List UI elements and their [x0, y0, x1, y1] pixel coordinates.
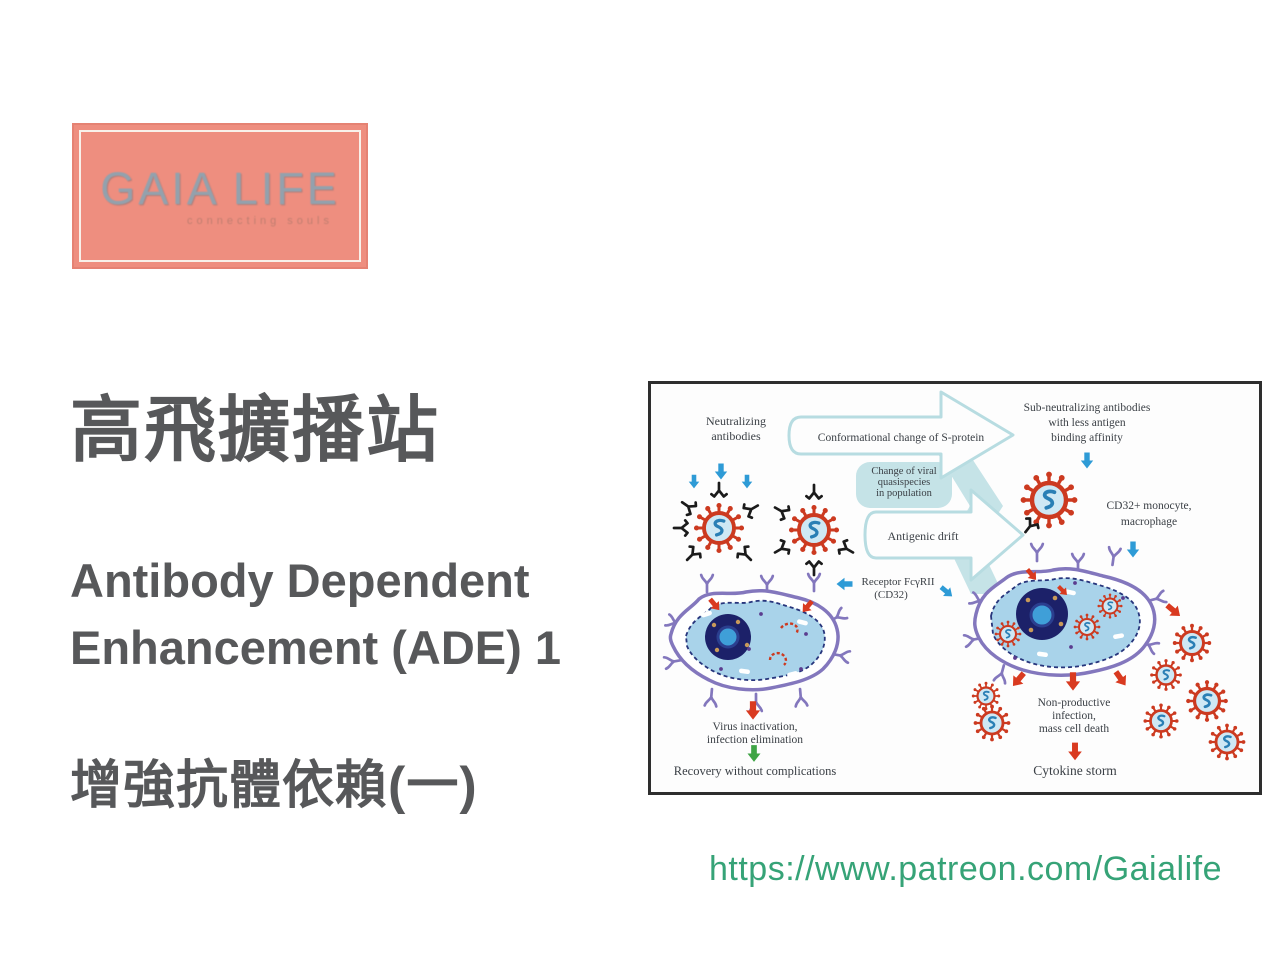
flow-shapes — [787, 390, 1025, 594]
label-subneutralizing-1: Sub-neutralizing antibodies — [1024, 402, 1151, 414]
nucleus-granules — [711, 619, 750, 653]
label-inactivation-2: infection elimination — [707, 734, 803, 746]
logo-title: GAIA LIFE — [100, 162, 340, 214]
label-cytokine-storm: Cytokine storm — [1033, 763, 1117, 778]
label-receptor-2: (CD32) — [874, 589, 908, 601]
label-conformational: Conformational change of S-protein — [818, 432, 985, 444]
nucleus-granules — [1025, 595, 1064, 633]
label-subneutralizing-3: binding affinity — [1051, 432, 1123, 444]
cell-nucleolus — [716, 625, 740, 649]
blue-arrow-icon — [836, 577, 853, 591]
ade-diagram-svg: Neutralizing antibodies Conformational c… — [662, 390, 1246, 778]
page-title-english-line1: Antibody Dependent — [70, 554, 530, 607]
cytoplasm-vesicles — [701, 610, 808, 678]
green-arrow-icon — [747, 745, 761, 762]
gaia-life-logo: GAIA LIFE connecting souls — [72, 123, 368, 269]
label-nonproductive-2: infection, — [1052, 710, 1096, 722]
red-arrow-icon — [1068, 742, 1082, 761]
ade-diagram: Neutralizing antibodies Conformational c… — [648, 381, 1262, 795]
monocyte-cell-right — [962, 542, 1185, 691]
blue-arrow-icon — [1126, 541, 1140, 558]
label-inactivation-1: Virus inactivation, — [713, 721, 798, 733]
label-cd32-2: macrophage — [1121, 516, 1177, 528]
cytoplasm-dots — [1013, 581, 1125, 660]
label-cd32-1: CD32+ monocyte, — [1106, 500, 1191, 512]
sub-neutralizing-section: Sub-neutralizing antibodies with less an… — [1018, 402, 1192, 558]
arrow-conformational — [787, 390, 1015, 480]
label-antigenic-drift: Antigenic drift — [888, 529, 960, 543]
label-subneutralizing-2: with less antigen — [1048, 417, 1126, 429]
blue-arrow-icon — [741, 474, 753, 489]
blue-arrow-icon — [688, 474, 700, 489]
page-title-chinese: 高飛擴播站 — [70, 391, 441, 471]
page-title-english: Antibody Dependent Enhancement (ADE) 1 — [70, 548, 561, 681]
monocyte-cell-left — [662, 572, 852, 713]
blue-arrow-icon — [1080, 452, 1094, 469]
page-title-english-line2: Enhancement (ADE) 1 — [70, 620, 561, 674]
cytoplasm-vesicles — [1036, 589, 1124, 658]
label-neutralizing-1: Neutralizing — [706, 414, 766, 428]
logo-tagline: connecting souls — [187, 214, 333, 227]
label-quasispecies-1: Change of viral — [871, 466, 936, 477]
label-nonproductive-1: Non-productive — [1038, 697, 1111, 709]
cell-nucleolus — [1029, 602, 1055, 628]
label-receptor-1: Receptor FcγRII — [862, 576, 935, 588]
blue-arrow-icon — [937, 582, 956, 601]
degraded-virus-debris — [768, 622, 799, 666]
label-quasispecies-3: in population — [876, 488, 932, 499]
label-recovery: Recovery without complications — [674, 764, 837, 778]
blue-arrow-icon — [714, 463, 728, 480]
red-arrow-icon — [1110, 667, 1131, 690]
label-nonproductive-3: mass cell death — [1039, 723, 1110, 735]
page-subtitle-chinese: 增強抗體依賴(一) — [70, 757, 478, 815]
virus-neutralized-2 — [792, 508, 837, 553]
logo-inner-frame: GAIA LIFE connecting souls — [79, 130, 361, 262]
quasispecies-box — [856, 462, 952, 508]
arrow-antigenic — [863, 488, 1025, 582]
virus-neutralized-1 — [697, 506, 742, 551]
cytoplasm-dots — [719, 612, 808, 671]
label-quasispecies-2: quasispecies — [878, 477, 931, 488]
neutralizing-section: Neutralizing antibodies — [672, 414, 859, 577]
label-neutralizing-2: antibodies — [711, 429, 761, 443]
patreon-link[interactable]: https://www.patreon.com/Gaialife — [708, 850, 1222, 888]
